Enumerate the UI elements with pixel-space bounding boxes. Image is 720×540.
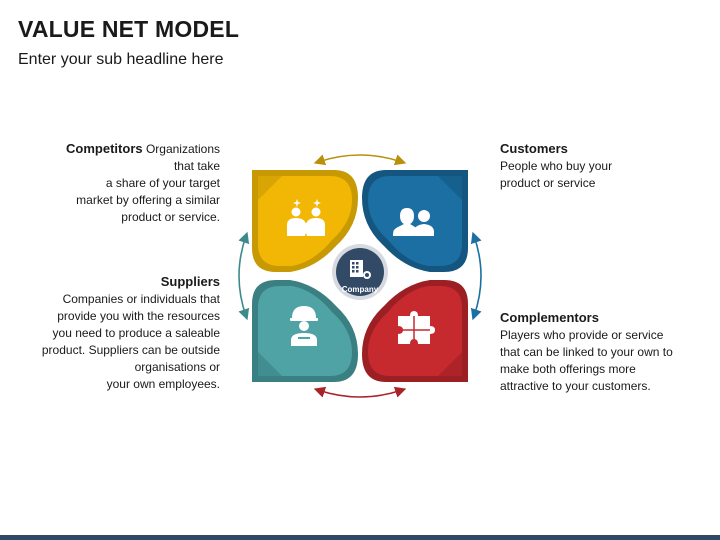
suppliers-line: your own employees.	[106, 377, 220, 391]
customers-heading: Customers	[500, 141, 568, 156]
handshake-people-icon	[287, 199, 325, 236]
competitors-line: a share of your target	[105, 176, 220, 190]
suppliers-description: Suppliers Companies or individuals that …	[42, 273, 220, 393]
competitors-line: market by offering a similar	[76, 193, 220, 207]
competitors-customers-arrow	[313, 154, 407, 166]
customers-complementors-arrow	[470, 231, 482, 321]
complementors-heading: Complementors	[500, 310, 599, 325]
competitors-description: Competitors Organizations that take a sh…	[66, 140, 220, 226]
complementors-line: make both offerings more	[500, 362, 636, 376]
suppliers-line: Companies or individuals that	[62, 292, 220, 306]
suppliers-line: you need to produce a saleable	[52, 326, 220, 340]
suppliers-line: product. Suppliers can be outside	[41, 343, 220, 357]
suppliers-line: provide you with the resources	[57, 309, 220, 323]
suppliers-heading: Suppliers	[160, 274, 220, 289]
competitors-suppliers-arrow	[238, 231, 250, 321]
customers-line: product or service	[500, 176, 596, 190]
worker-icon	[290, 306, 318, 346]
suppliers-petal	[252, 280, 358, 382]
bottom-bar	[0, 535, 720, 540]
customers-description: Customers People who buy your product or…	[500, 140, 612, 192]
competitors-line: product or service.	[121, 210, 220, 224]
page-title: VALUE NET MODEL	[18, 16, 240, 42]
customers-people-icon	[393, 208, 434, 236]
suppliers-line: organisations or	[134, 360, 220, 374]
company-label: Company	[342, 285, 379, 294]
suppliers-complementors-arrow	[313, 386, 407, 398]
page-subtitle: Enter your sub headline here	[18, 51, 224, 68]
complementors-description: Complementors Players who provide or ser…	[500, 309, 673, 395]
competitors-heading: Competitors	[66, 141, 143, 156]
competitors-petal	[252, 170, 358, 272]
complementors-line: Players who provide or service	[500, 328, 664, 342]
customers-line: People who buy your	[500, 159, 613, 173]
competitors-line: that take	[173, 159, 220, 173]
complementors-line: that can be linked to your own to	[500, 345, 673, 359]
company-building-icon	[350, 260, 371, 279]
puzzle-icon	[398, 311, 435, 344]
customers-petal	[362, 170, 468, 272]
competitors-line: Organizations	[145, 142, 220, 156]
complementors-line: attractive to your customers.	[500, 379, 651, 393]
